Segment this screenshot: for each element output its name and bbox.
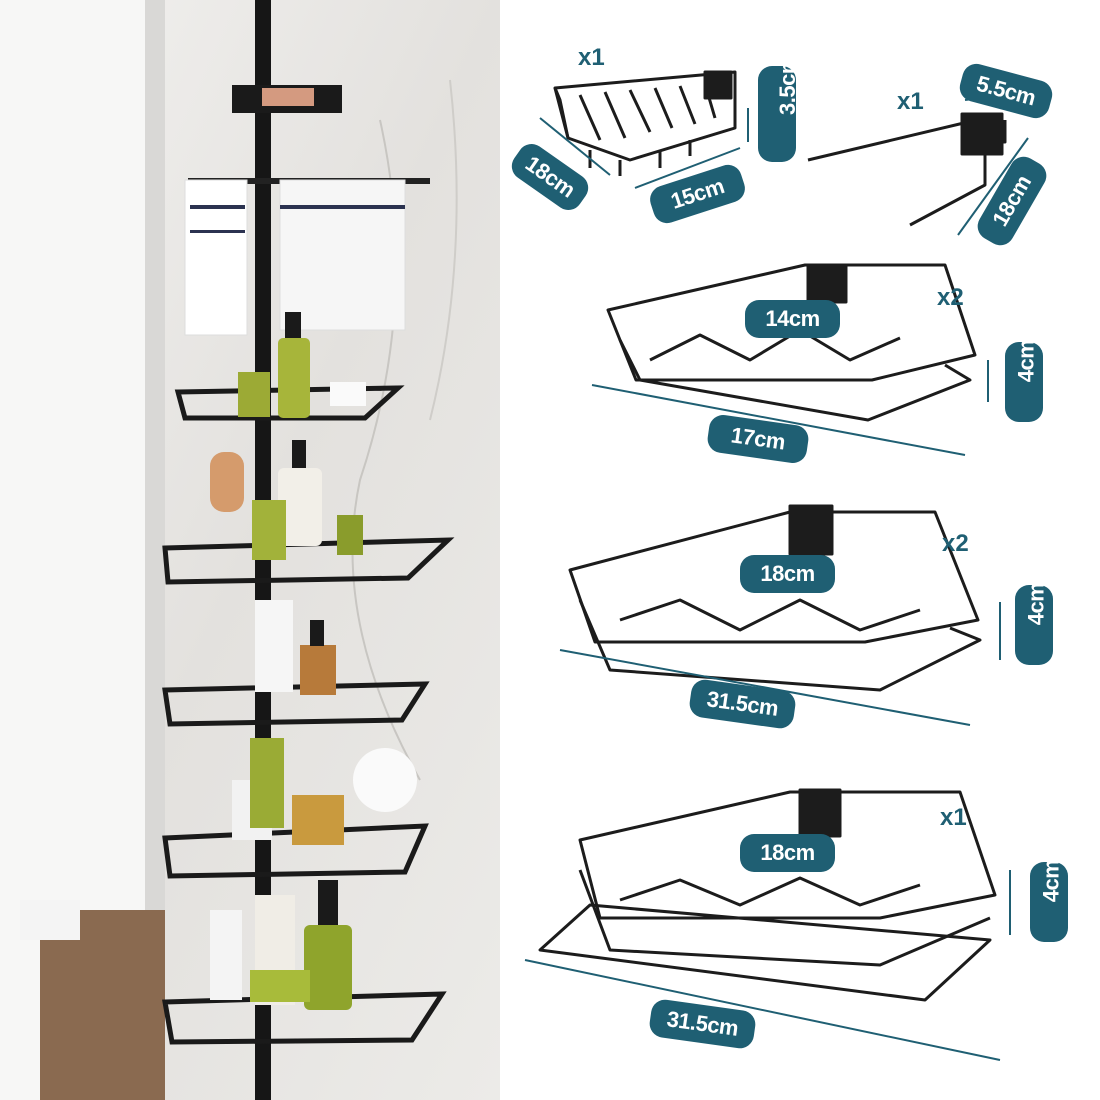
large-basket-height-label: 4cm <box>1015 583 1053 665</box>
towel-hook-quantity: x1 <box>897 88 924 115</box>
small-basket-depth-label: 14cm <box>745 300 840 338</box>
towel-bar-basket-depth-label: 18cm <box>740 834 835 872</box>
towel-bar-basket-height-label: 4cm <box>1030 860 1068 942</box>
soap-dish-height-label: 3.5cm <box>758 55 800 162</box>
small-corner-basket-drawing <box>606 263 977 422</box>
corner-shower-caddy-photo-icon <box>0 0 500 1100</box>
small-basket-quantity: x2 <box>937 284 964 311</box>
towel-bar-basket-quantity: x1 <box>940 804 967 831</box>
corner-basket-with-towel-bar-drawing <box>538 788 997 1002</box>
small-basket-height-label: 4cm <box>1005 340 1043 422</box>
towel-hook-drawing <box>807 112 1007 227</box>
soap-dish-quantity: x1 <box>578 44 605 71</box>
large-basket-depth-label: 18cm <box>740 555 835 593</box>
large-corner-basket-drawing <box>568 504 982 692</box>
large-basket-quantity: x2 <box>942 530 969 557</box>
